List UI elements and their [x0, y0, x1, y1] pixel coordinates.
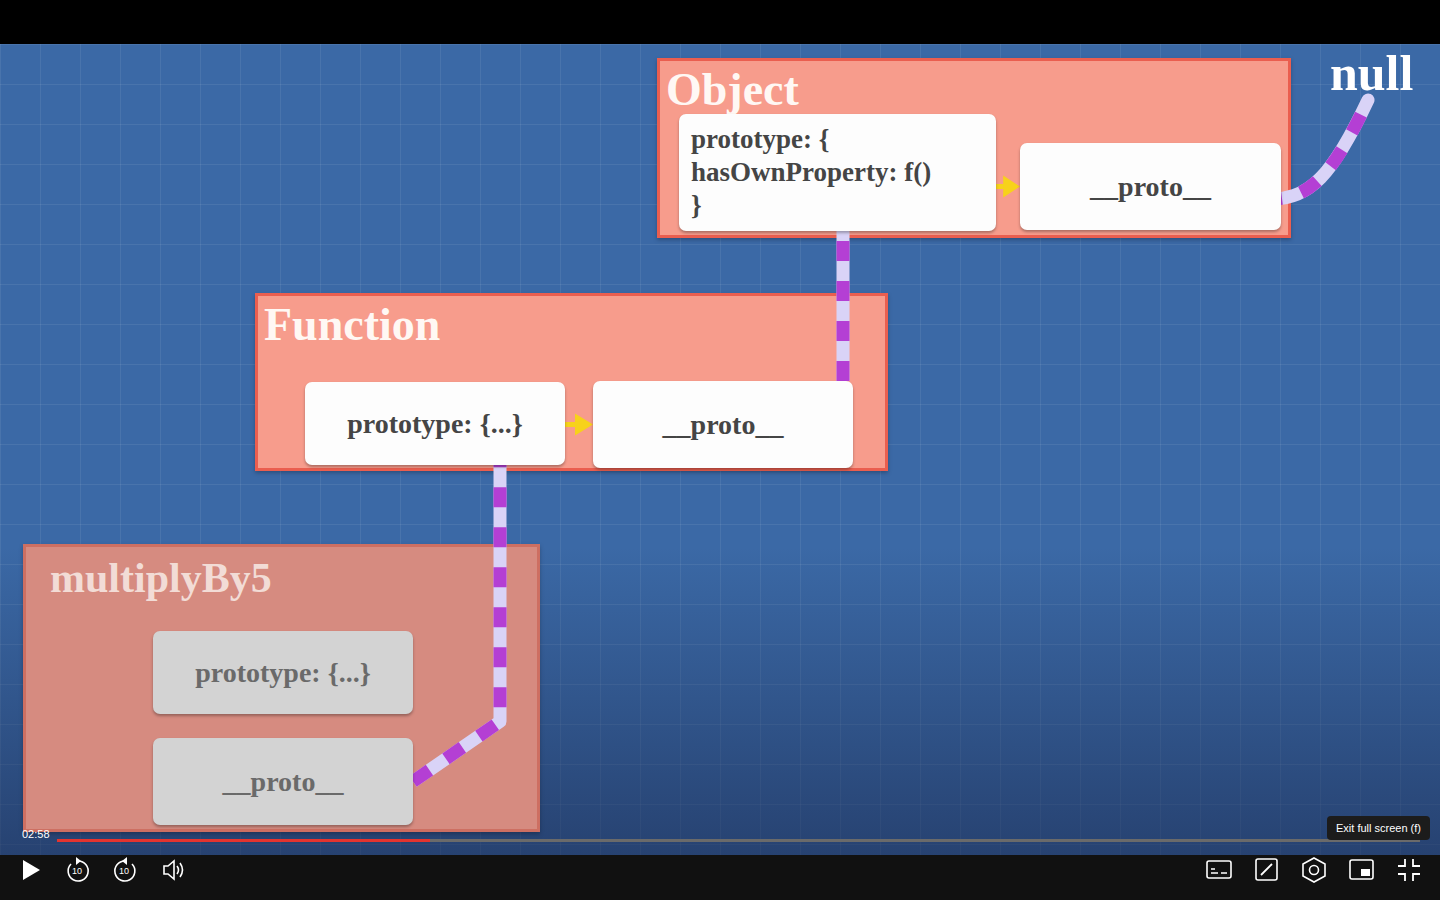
arrow-head	[575, 414, 593, 436]
progress-played	[57, 839, 430, 842]
proto-box: __proto__	[153, 738, 413, 825]
progress-track	[57, 839, 1420, 842]
prototype-box: prototype: {...}	[305, 382, 565, 465]
chain-link	[413, 465, 500, 782]
settings-icon	[1310, 866, 1319, 875]
chain-connector	[843, 231, 844, 381]
box-heading: Function	[264, 302, 440, 348]
null-label: null	[1330, 48, 1413, 98]
box-text: prototype: {...}	[347, 407, 523, 441]
proto-box: __proto__	[593, 381, 853, 468]
skip-seconds: 10	[114, 866, 134, 876]
prototype-box: prototype: { hasOwnProperty: f() }	[679, 114, 996, 231]
object-box: Object prototype: { hasOwnProperty: f() }…	[657, 58, 1291, 238]
pip-icon	[1350, 860, 1373, 879]
play-icon	[23, 860, 40, 880]
volume-icon	[177, 863, 183, 877]
box-heading: Object	[666, 67, 799, 113]
chain-link	[1262, 100, 1368, 199]
player-control-bar	[0, 855, 1440, 900]
arrow-connector	[996, 176, 1020, 198]
box-text: __proto__	[1090, 170, 1211, 204]
pip-icon	[1361, 869, 1370, 876]
box-heading: multiplyBy5	[50, 557, 272, 599]
chain-link	[837, 231, 850, 381]
exit-fullscreen-icon	[1398, 859, 1420, 881]
arrow-head	[1003, 176, 1020, 198]
tooltip: Exit full screen (f)	[1327, 816, 1430, 840]
box-text: __proto__	[663, 408, 784, 442]
function-box: Function prototype: {...} __proto__	[255, 293, 888, 471]
chain-link	[837, 231, 850, 381]
forward-icon	[122, 857, 127, 865]
time-elapsed: 02:58	[22, 828, 50, 840]
prototype-box: prototype: {...}	[153, 631, 413, 714]
box-text: __proto__	[223, 765, 344, 799]
proto-box: __proto__	[1020, 143, 1281, 230]
chain-connector	[413, 465, 500, 782]
notes-icon	[1256, 859, 1277, 880]
volume-icon	[164, 861, 174, 879]
video-top-bar	[0, 0, 1440, 44]
notes-icon	[1261, 864, 1272, 875]
rewind-icon	[76, 857, 81, 865]
arrow-line	[996, 184, 1008, 189]
box-text: prototype: { hasOwnProperty: f() }	[691, 123, 941, 222]
chain-link	[1262, 100, 1368, 199]
skip-seconds: 10	[67, 866, 87, 876]
arrow-connector	[565, 414, 593, 436]
multiplyby5-box: multiplyBy5 prototype: {...} __proto__	[23, 544, 540, 832]
chain-link	[413, 465, 500, 782]
captions-icon	[1207, 861, 1231, 878]
arrow-line	[565, 422, 579, 427]
captions-icon	[1211, 869, 1227, 873]
box-text: prototype: {...}	[195, 656, 371, 690]
settings-icon	[1303, 858, 1325, 882]
forward-icon	[115, 861, 135, 881]
